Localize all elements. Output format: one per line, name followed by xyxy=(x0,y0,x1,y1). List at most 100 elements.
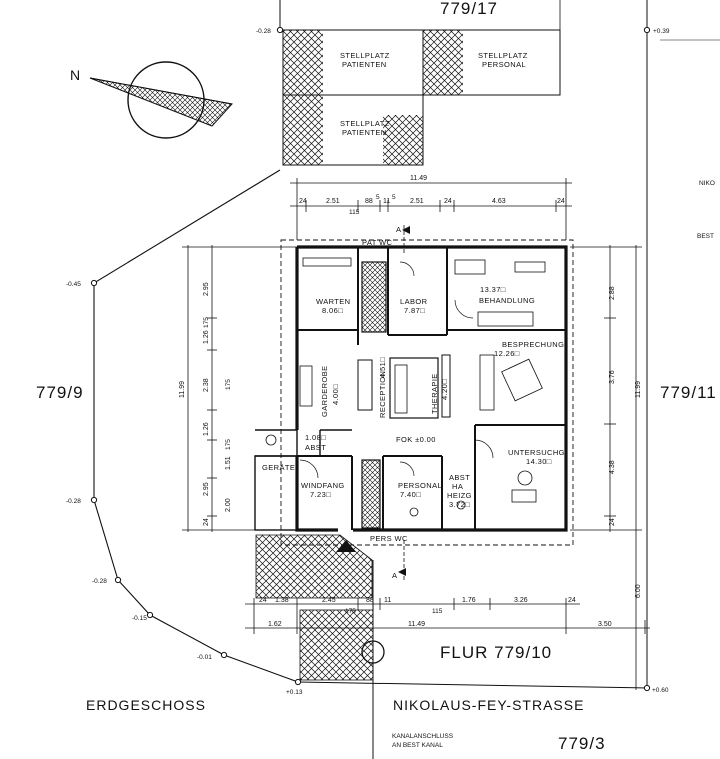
dim-right-2: 3.76 xyxy=(609,370,616,384)
dim-left-7: 2.00 xyxy=(225,498,232,512)
area-reception: 4.51□ xyxy=(378,357,387,378)
level-left-low3: -0.01 xyxy=(197,654,212,661)
dim-top-2: 2.51 xyxy=(326,198,340,205)
sewer-note-2: AN BEST KANAL xyxy=(392,742,443,749)
level-markers: -0.28 +0.39 -0.45 -0.28 -0.28 -0.15 -0.0… xyxy=(66,28,670,696)
parking-3-title: STELLPLATZ xyxy=(340,119,390,128)
label-gerate: GERÄTE xyxy=(262,463,295,472)
dim-left-1: 2.95 xyxy=(203,282,210,296)
parking-1-title: STELLPLATZ xyxy=(340,51,390,60)
street-name: NIKOLAUS-FEY-STRASSE xyxy=(393,697,584,713)
dim-bottom-4: 88 xyxy=(366,597,374,604)
dim-bottom-8: 24 xyxy=(568,597,576,604)
dim-top-s3: 5 xyxy=(392,194,396,201)
dim-top-7: 4.63 xyxy=(492,198,506,205)
dim-right-total: 11.99 xyxy=(635,381,642,398)
building-walls xyxy=(254,225,574,580)
dimensions-left: 11.99 2.95 1.26 2.38 1.26 1.51 2.95 2.00… xyxy=(179,245,300,532)
dim-right-5: 6.00 xyxy=(635,584,642,598)
dim-bottom-left: 1.62 xyxy=(268,621,282,628)
area-abst: 3.72□ xyxy=(449,500,470,509)
dim-top-8: 24 xyxy=(557,198,565,205)
dimensions-right: 2.88 3.76 4.38 24 11.99 6.00 xyxy=(570,245,642,690)
dim-bottom-2: 1.38 xyxy=(275,597,289,604)
parking-2-title: STELLPLATZ xyxy=(478,51,528,60)
level-left-mid: -0.28 xyxy=(66,498,81,505)
level-top-left: -0.28 xyxy=(256,28,271,35)
section-a-bottom: A xyxy=(392,571,397,580)
dim-top-s2: 5 xyxy=(376,194,380,201)
parking-3-sub: PATIENTEN xyxy=(342,128,387,137)
dim-bottom-s2: 115 xyxy=(432,608,443,615)
dim-left-8: 24 xyxy=(203,518,210,526)
level-bottom-mid: +0.13 xyxy=(286,689,303,696)
label-warten: WARTEN xyxy=(316,297,350,306)
area-windfang: 7.23□ xyxy=(310,490,331,499)
dim-left-2: 1.26 xyxy=(203,330,210,344)
label-reception: RECEPTION xyxy=(378,371,387,418)
entrance-path xyxy=(255,534,385,681)
edge-label-mid: BEST xyxy=(697,233,714,240)
label-garderobe: GARDEROBE xyxy=(320,365,329,417)
north-label: N xyxy=(70,67,81,83)
dim-bottom-total: 11.49 xyxy=(408,621,425,628)
label-pat-wc: PAT WC xyxy=(362,238,392,247)
dim-bottom-6: 1.76 xyxy=(462,597,476,604)
area-behandlung: 13.37□ xyxy=(480,285,506,294)
area-wc: 1.08□ xyxy=(305,433,326,442)
dim-top-1: 24 xyxy=(299,198,307,205)
level-top-right: +0.39 xyxy=(653,28,670,35)
area-therapie: 4.20□ xyxy=(440,379,449,400)
dim-bottom-right: 3.50 xyxy=(598,621,612,628)
section-a-top: A xyxy=(396,225,401,234)
edge-label-top: NIKO xyxy=(699,180,715,187)
label-abst: ABST xyxy=(449,473,470,482)
area-personal: 7.40□ xyxy=(400,490,421,499)
label-abst-heizg: HEIZG xyxy=(447,491,472,500)
dim-right-3: 4.38 xyxy=(609,460,616,474)
compass-north-arrow: N xyxy=(70,61,233,139)
area-untersuchg: 14.30□ xyxy=(526,457,552,466)
level-left-low1: -0.28 xyxy=(92,578,107,585)
dim-top-s1: 115 xyxy=(349,209,360,216)
parcel-west: 779/9 xyxy=(36,383,84,402)
room-labels: PAT WC WARTEN 8.06□ LABOR 7.87□ 13.37□ B… xyxy=(262,225,565,580)
dim-left-s1: 175 xyxy=(203,317,210,328)
label-labor: LABOR xyxy=(400,297,428,306)
dim-bottom-1: 24 xyxy=(259,597,267,604)
label-abst-small: ABST xyxy=(305,443,326,452)
dim-bottom-3: 2.45 xyxy=(322,597,336,604)
dim-left-3: 2.38 xyxy=(203,378,210,392)
parking-areas: STELLPLATZ PATIENTEN STELLPLATZ PERSONAL… xyxy=(282,29,561,166)
area-garderobe: 4.00□ xyxy=(331,384,340,405)
parking-1-sub: PATIENTEN xyxy=(342,60,387,69)
dim-left-5: 1.51 xyxy=(225,456,232,470)
dim-top-total: 11.49 xyxy=(410,175,427,182)
dim-bottom-7: 3.26 xyxy=(514,597,528,604)
level-left-low2: -0.15 xyxy=(132,615,147,622)
label-windfang: WINDFANG xyxy=(301,481,345,490)
dim-top-4: 11 xyxy=(383,198,390,205)
label-untersuchg: UNTERSUCHG xyxy=(508,448,565,457)
label-fok: FOK ±0.00 xyxy=(396,435,436,444)
dim-right-1: 2.88 xyxy=(609,286,616,300)
area-warten: 8.06□ xyxy=(322,306,343,315)
label-pers-wc: PERS WC xyxy=(370,534,408,543)
level-bottom-right: +0.60 xyxy=(652,687,669,694)
dim-top-6: 24 xyxy=(444,198,452,205)
dim-left-6: 2.95 xyxy=(203,482,210,496)
area-besprechung: 12.26□ xyxy=(494,349,520,358)
level-left-upper: -0.45 xyxy=(66,281,81,288)
dim-left-4: 1.26 xyxy=(203,422,210,436)
dim-right-4: 24 xyxy=(609,518,616,526)
dim-left-total: 11.99 xyxy=(179,381,186,398)
parcel-labels: 779/17 779/9 779/11 FLUR 779/10 779/3 ER… xyxy=(36,0,717,753)
label-personal: PERSONAL xyxy=(398,481,442,490)
dim-top-3: 88 xyxy=(365,198,373,205)
area-labor: 7.87□ xyxy=(404,306,425,315)
parcel-south: 779/3 xyxy=(558,734,606,753)
floor-title: ERDGESCHOSS xyxy=(86,697,206,713)
parcel-flur: FLUR 779/10 xyxy=(440,643,552,662)
parcel-east: 779/11 xyxy=(660,383,717,402)
